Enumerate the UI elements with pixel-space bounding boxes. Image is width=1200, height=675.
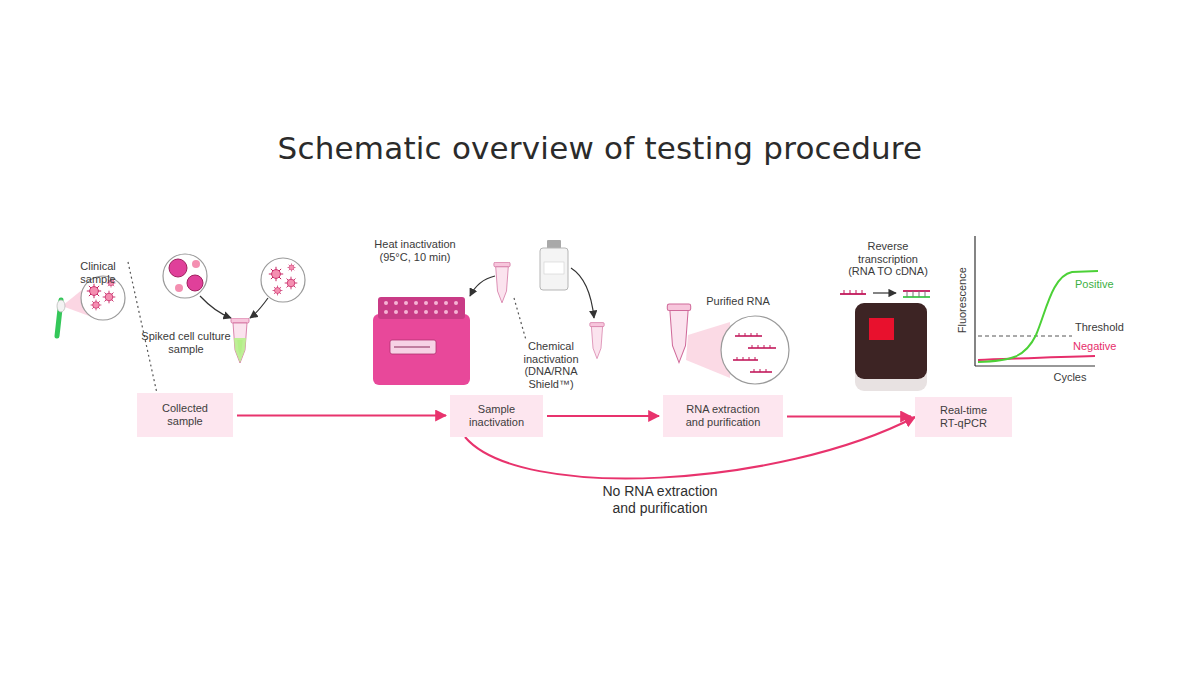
virus-circle [261,258,305,302]
text-label: Chemical inactivation (DNA/RNA Shield™) [519,340,583,390]
swab-tip [57,300,65,312]
cell [187,275,203,291]
text-label: Threshold [1075,321,1124,334]
cell-culture-circle [163,254,207,298]
diagram-title: Schematic overview of testing procedure [0,130,1200,166]
cell [169,259,187,277]
sample-tube [231,318,249,363]
text-label: Heat inactivation (95°C, 10 min) [365,238,465,263]
stage-box: Sample inactivation [450,395,543,437]
box-text: Real-time RT-qPCR [933,404,994,430]
divider-line [514,298,526,340]
text-label: Fluorescence [956,250,969,350]
box-text: Sample inactivation [468,403,525,429]
cell [175,284,183,292]
flow-arrow [787,416,911,418]
text-label: Spiked cell culture sample [139,330,234,355]
edge-label: No RNA extraction and purification [593,483,728,517]
text-label: Purified RNA [693,295,783,308]
cell [192,260,200,268]
box-text: Collected sample [155,402,215,428]
heat-block [373,297,470,385]
text-label: Positive [1075,278,1114,291]
rna-magnifier [721,316,789,384]
reagent-bottle [540,240,568,290]
stage-box: Real-time RT-qPCR [915,397,1012,437]
pointer-arrow [250,298,268,318]
pointer-arrow [571,268,594,318]
qpcr-machine [855,303,927,391]
flow-arrow [547,415,659,417]
text-label: Cycles [1040,371,1100,384]
text-label: Negative [1073,340,1116,353]
stage-box: Collected sample [137,393,233,437]
stage-box: RNA extraction and purification [663,395,783,437]
text-label: Reverse transcription (RNA TO cDNA) [845,240,931,278]
rna-to-cdna-symbol [840,290,930,297]
pointer-arrow [470,276,495,296]
text-label: Clinical sample [73,260,123,285]
rna-strands [733,333,776,372]
pointer-arrow [200,296,231,318]
box-text: RNA extraction and purification [681,403,765,429]
flow-arrow [237,415,446,417]
